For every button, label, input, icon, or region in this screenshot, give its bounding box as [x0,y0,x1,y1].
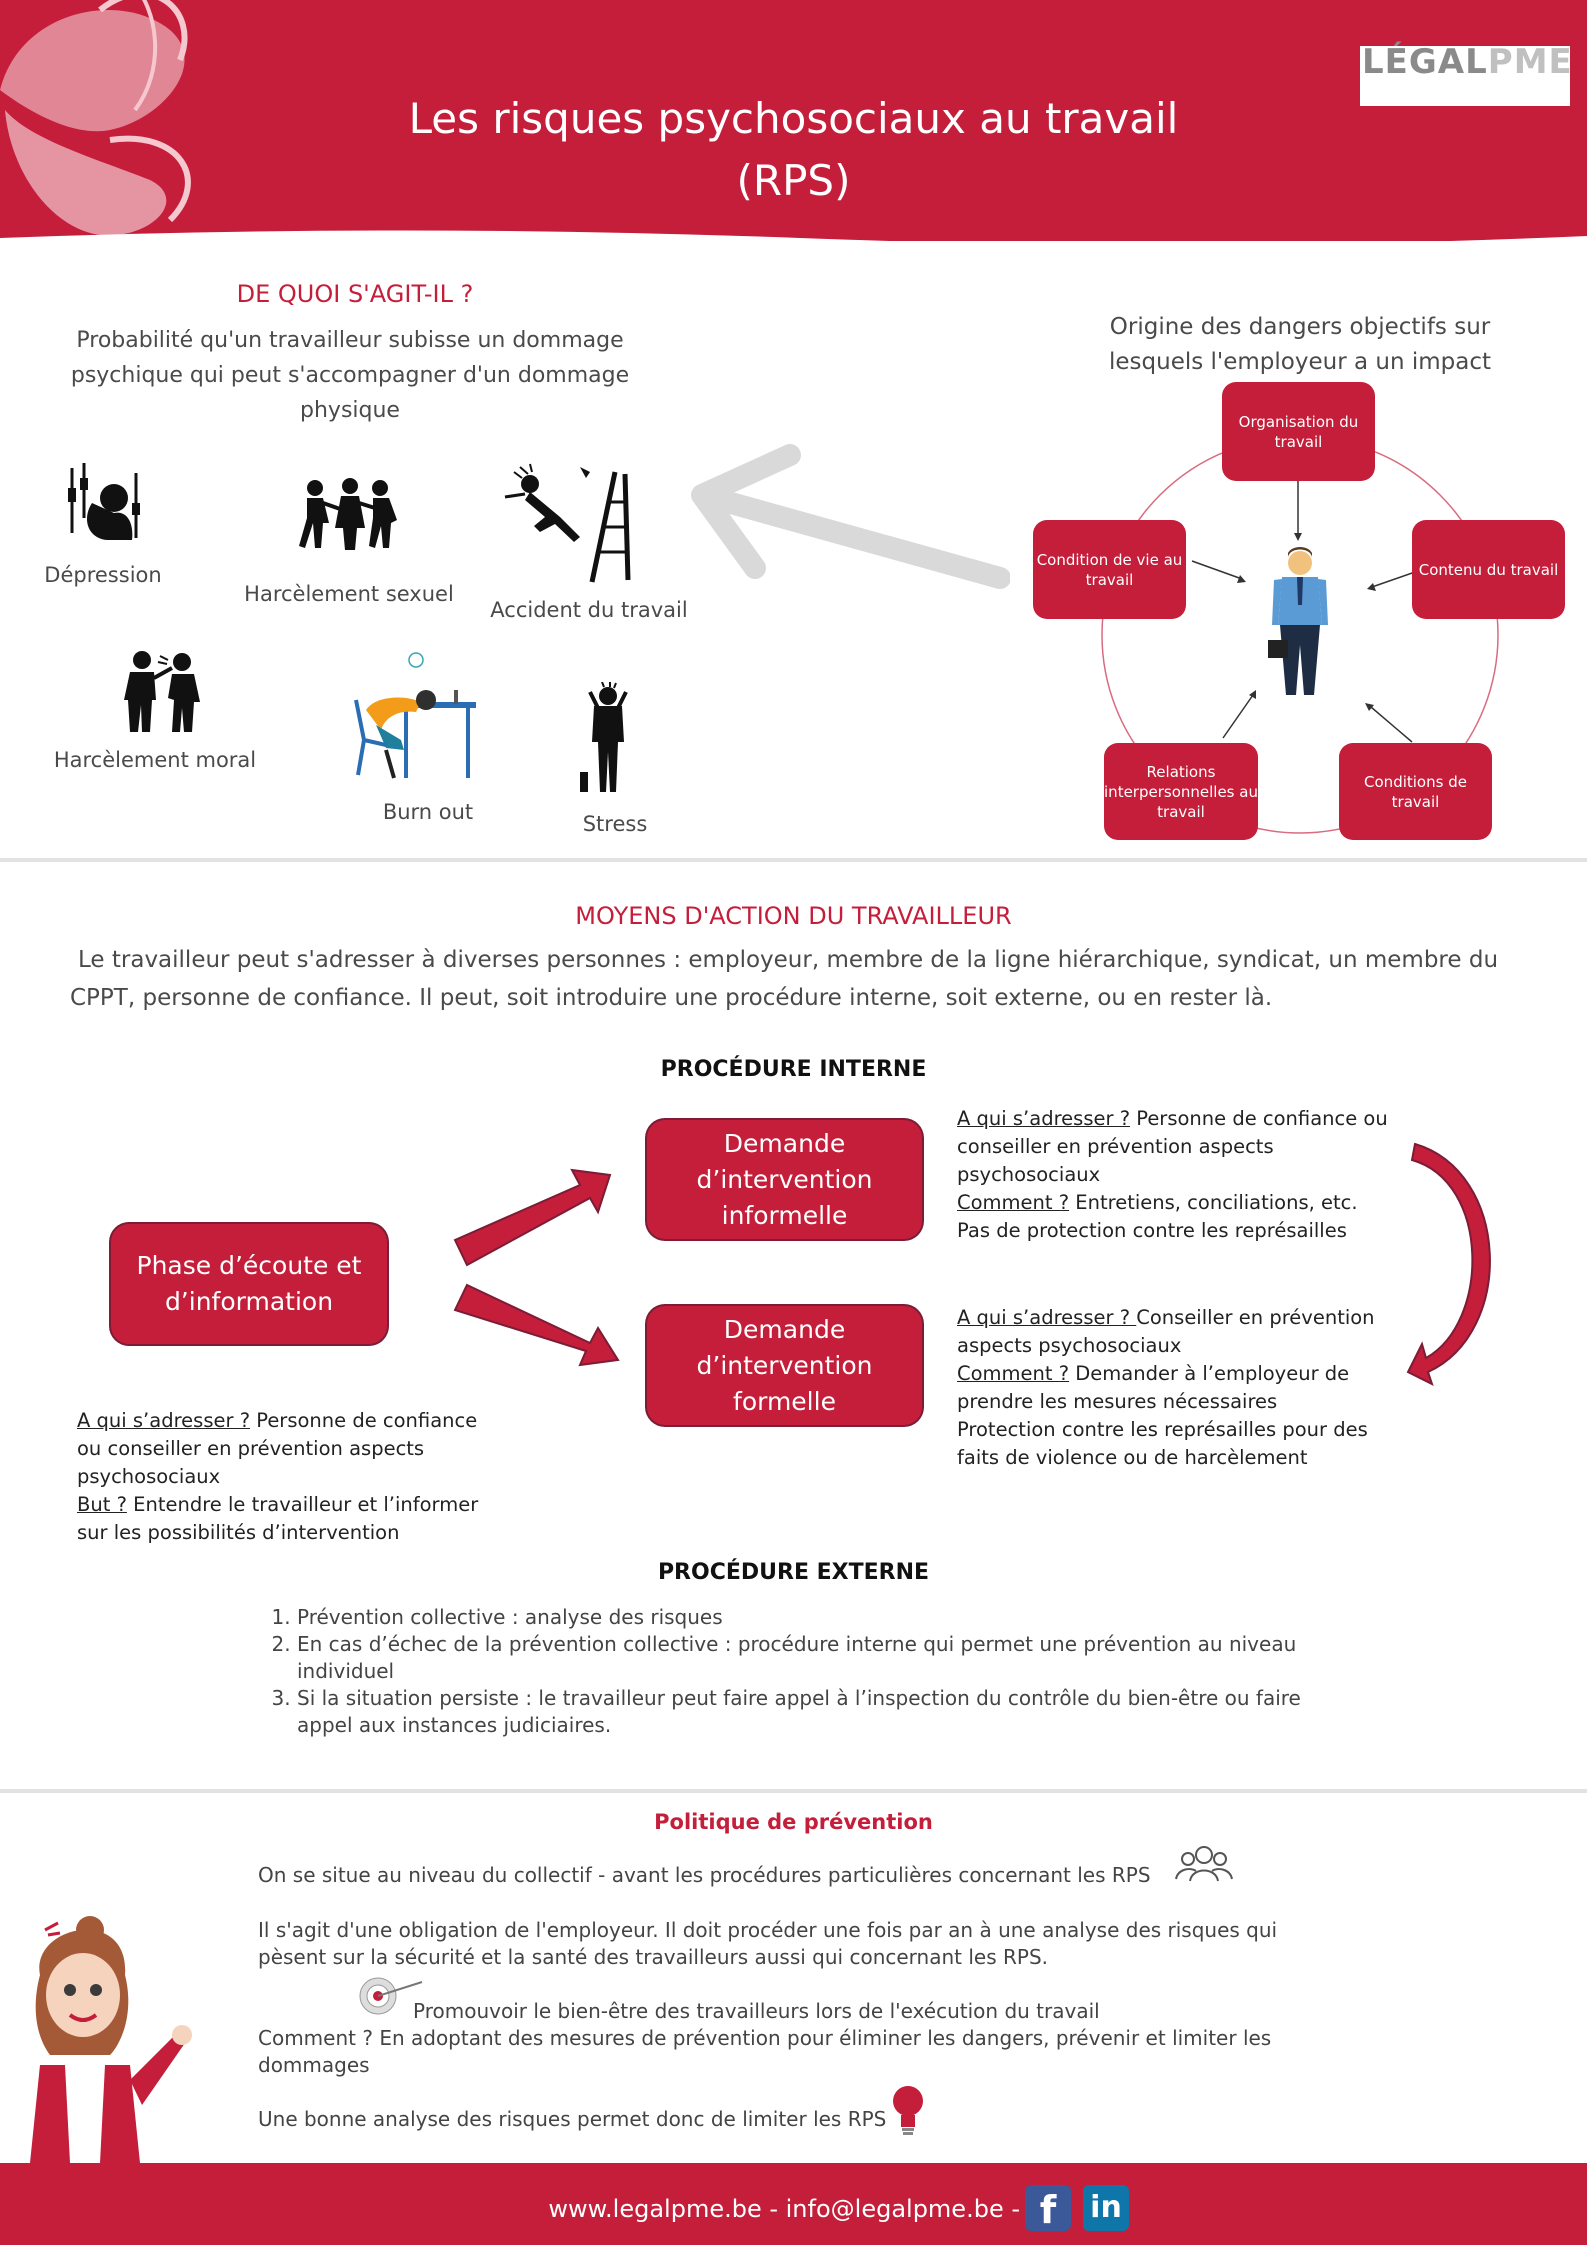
external-steps-list: Prévention collective : analyse des risq… [265,1604,1357,1739]
formal-note: A qui s’adresser ? Conseiller en prévent… [957,1306,1375,1469]
group-icon [1175,1846,1233,1882]
risk-label-depression: Dépression [44,563,162,587]
risk-label-moral-harassment: Harcèlement moral [53,748,257,772]
risk-label-sexual-harassment: Harcèlement sexuel [244,582,454,606]
origin-condition-vie-box: Condition de vie au travail [1033,520,1186,619]
gray-arrow-icon [691,444,1010,589]
origin-contenu-box: Contenu du travail [1412,520,1565,619]
external-step: Prévention collective : analyse des risq… [297,1604,1357,1631]
businessman-icon [1268,547,1328,695]
action-intro-text: Le travailleur peut s'adresser à diverse… [70,947,1499,1011]
stress-icon [580,682,628,792]
depression-icon [68,463,140,540]
definition-text: Probabilité qu'un travailleur subisse un… [70,328,630,423]
phase-note: A qui s’adresser ? Personne de confiance… [77,1409,479,1544]
internal-procedure-title: PROCÉDURE INTERNE [660,1057,927,1082]
footer-contact[interactable]: www.legalpme.be - info@legalpme.be - [548,2195,1020,2223]
prevention-p2: Il s'agit d'une obligation de l'employeu… [258,1918,1278,1969]
origin-relations-box: Relations interpersonnelles au travail [1104,743,1258,840]
work-accident-icon [504,463,631,583]
moral-harassment-icon [124,651,200,732]
origin-title: Origine des dangers objectifs sur lesque… [1109,314,1491,375]
external-procedure-title: PROCÉDURE EXTERNE [657,1560,930,1585]
risk-label-work-accident: Accident du travail [490,598,688,622]
informal-request-box: Demande d’intervention informelle [647,1120,922,1239]
logo-background [1360,46,1570,106]
prevention-p4: Comment ? En adoptant des mesures de pré… [258,2026,1272,2077]
divider-1 [0,858,1587,862]
page-title: Les risques psychosociaux au travail (RP… [408,94,1179,205]
linkedin-icon[interactable]: in [1083,2185,1129,2231]
logo-butterfly-icon [1372,23,1392,42]
facebook-icon[interactable]: f [1025,2185,1071,2232]
informal-note: A qui s’adresser ? Personne de confiance… [957,1107,1388,1242]
header-banner [0,0,1587,241]
prevention-p1: On se situe au niveau du collectif - ava… [258,1863,1151,1887]
origin-organisation-box: Organisation du travail [1222,382,1375,481]
target-icon [359,1977,423,2015]
prevention-heading: Politique de prévention [654,1810,933,1834]
curved-arrow-icon [1406,1142,1491,1386]
section-heading-action: MOYENS D'ACTION DU TRAVAILLEUR [575,902,1012,930]
external-step: En cas d’échec de la prévention collecti… [297,1631,1357,1685]
prevention-p3: Promouvoir le bien-être des travailleurs… [413,1999,1100,2023]
split-arrows-icon [453,1168,620,1367]
risk-label-burnout: Burn out [382,800,474,824]
sexual-harassment-icon [299,478,397,550]
phase-box: Phase d’écoute et d’information [111,1224,387,1344]
external-step: Si la situation persiste : le travailleu… [297,1685,1357,1739]
risk-label-stress: Stress [582,812,648,836]
woman-illustration [30,1916,192,2163]
lightbulb-icon [893,2086,923,2135]
header-wave [0,230,1587,241]
origin-conditions-box: Conditions de travail [1339,743,1492,840]
burnout-icon [354,652,476,779]
section-heading-what: DE QUOI S'AGIT-IL ? [236,280,474,308]
prevention-p5: Une bonne analyse des risques permet don… [258,2107,887,2131]
butterfly-decoration-icon [0,0,191,236]
footer-bar [0,2163,1587,2245]
formal-request-box: Demande d’intervention formelle [647,1306,922,1425]
legalpme-logo[interactable]: LÉGALPME [1362,42,1573,82]
divider-2 [0,1789,1587,1793]
